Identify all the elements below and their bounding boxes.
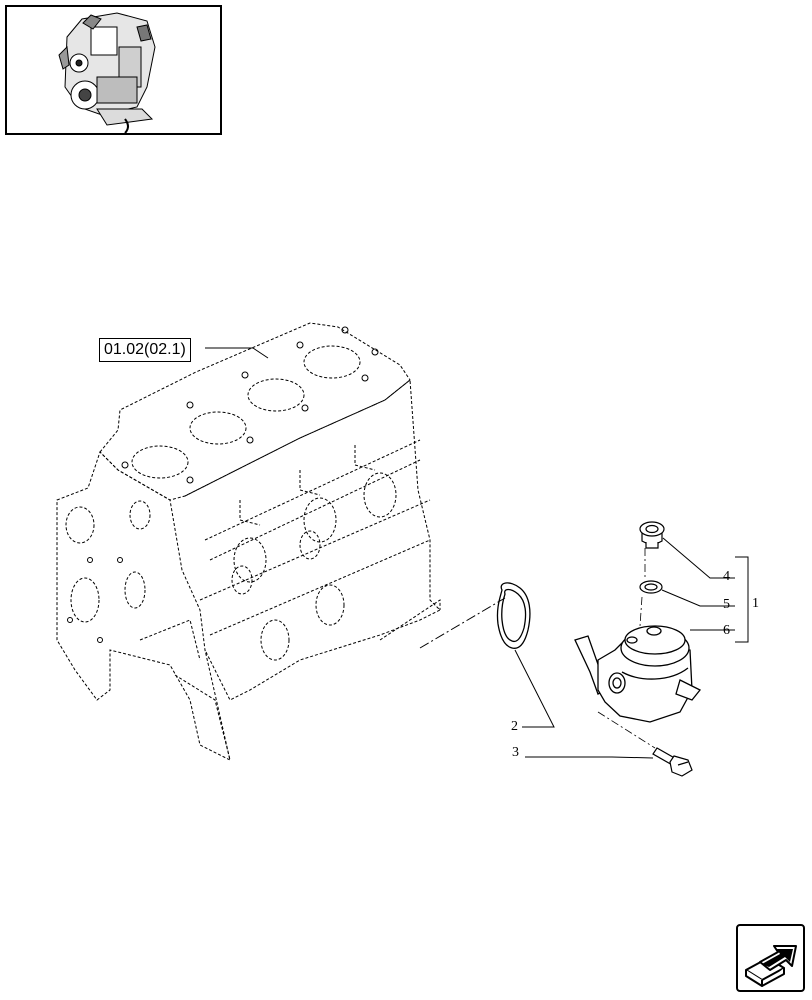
next-page-button[interactable] xyxy=(736,924,805,992)
callout-1: 1 xyxy=(752,596,759,611)
gasket-part xyxy=(496,582,531,649)
callout-6: 6 xyxy=(723,623,730,638)
washer-part xyxy=(639,580,663,594)
callout-4: 4 xyxy=(723,569,730,584)
pump-axis-line xyxy=(639,548,646,627)
bolt-axis-line xyxy=(597,711,656,749)
engine-overview-icon xyxy=(58,12,156,133)
reference-leader xyxy=(205,347,269,359)
engine-thumbnail xyxy=(5,5,222,135)
engine-block xyxy=(56,322,441,761)
deck-bolt-holes xyxy=(67,326,379,643)
fuel-pump-part xyxy=(574,625,702,723)
callout-leaders xyxy=(514,537,749,759)
bolt-part xyxy=(652,747,693,777)
reference-label[interactable]: 01.02(02.1) xyxy=(99,338,191,362)
callout-5: 5 xyxy=(723,597,730,612)
next-page-arrow-icon xyxy=(745,945,797,987)
fitting-part xyxy=(639,521,665,549)
mounting-centerline xyxy=(419,597,506,649)
callout-2: 2 xyxy=(511,719,518,734)
callout-3: 3 xyxy=(512,745,519,760)
